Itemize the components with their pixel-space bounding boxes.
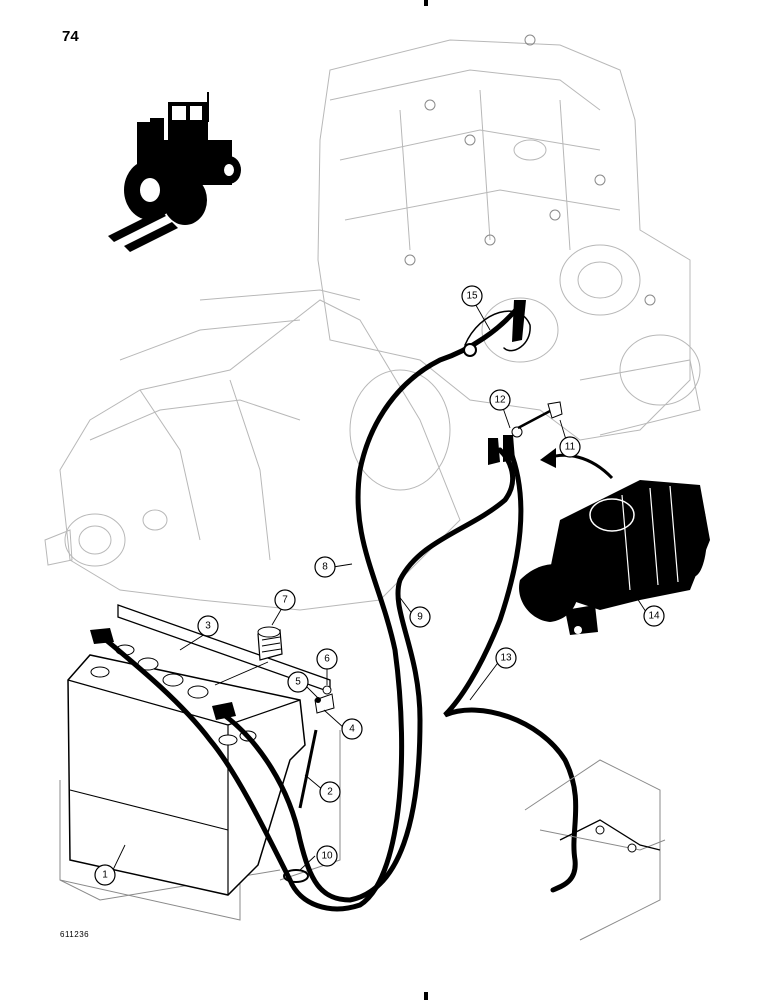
svg-text:7: 7 — [282, 595, 288, 606]
svg-text:4: 4 — [349, 724, 355, 735]
callout-3: 3 — [197, 615, 219, 637]
battery-cables — [90, 300, 579, 912]
callout-1: 1 — [94, 864, 116, 886]
svg-text:15: 15 — [466, 291, 478, 302]
page-number: 74 — [62, 28, 79, 45]
figure-code: 611236 — [60, 930, 90, 939]
vent-cap — [214, 626, 283, 686]
bottom-page-tick — [424, 992, 428, 1000]
callout-5: 5 — [287, 671, 309, 693]
callout-11: 11 — [559, 436, 581, 458]
callout-2: 2 — [319, 781, 341, 803]
svg-text:9: 9 — [417, 612, 423, 623]
mounting-bracket — [524, 759, 666, 941]
svg-text:6: 6 — [324, 654, 330, 665]
callout-14: 14 — [643, 605, 665, 627]
callout-8: 8 — [314, 556, 336, 578]
svg-text:12: 12 — [494, 395, 506, 406]
callout-10: 10 — [316, 845, 338, 867]
callout-13: 13 — [495, 647, 517, 669]
svg-text:5: 5 — [295, 677, 301, 688]
svg-text:3: 3 — [205, 621, 211, 632]
callout-15: 15 — [461, 285, 483, 307]
clamp-hardware — [314, 685, 335, 714]
battery — [67, 644, 306, 896]
svg-text:8: 8 — [322, 562, 328, 573]
starter-bolt — [517, 401, 563, 430]
svg-text:2: 2 — [327, 787, 333, 798]
callout-4: 4 — [341, 718, 363, 740]
callout-12: 12 — [489, 389, 511, 411]
transmission-outline — [44, 289, 461, 611]
callout-6: 6 — [316, 648, 338, 670]
forklift-silhouette-icon — [108, 92, 241, 252]
svg-text:11: 11 — [565, 442, 576, 453]
svg-text:13: 13 — [500, 653, 512, 664]
callout-7: 7 — [274, 589, 296, 611]
svg-text:1: 1 — [102, 870, 108, 881]
top-page-tick — [424, 0, 428, 6]
starter-motor — [519, 480, 710, 635]
svg-text:14: 14 — [648, 611, 660, 622]
callout-9: 9 — [409, 606, 431, 628]
curved-arrow-icon — [540, 448, 614, 480]
svg-text:10: 10 — [321, 851, 333, 862]
engine-block-outline — [317, 34, 701, 441]
